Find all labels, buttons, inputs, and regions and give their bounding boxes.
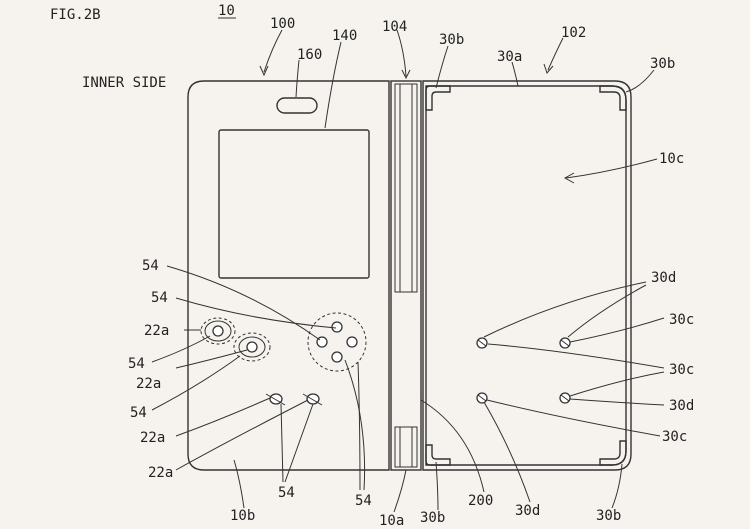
label-30c-a: 30c	[669, 312, 694, 328]
label-104: 104	[382, 19, 407, 35]
label-30c-b: 30c	[669, 362, 694, 378]
label-54-f: 54	[355, 493, 372, 509]
label-54-e: 54	[278, 485, 295, 501]
label-22a-d: 22a	[148, 465, 173, 481]
label-10b: 10b	[230, 508, 255, 524]
label-22a-c: 22a	[140, 430, 165, 446]
label-30d-top: 30d	[651, 270, 676, 286]
corner-pad-bottom-left	[425, 444, 451, 466]
label-30a: 30a	[497, 49, 522, 65]
label-10a: 10a	[379, 513, 404, 529]
ref-main: 10	[218, 3, 235, 19]
left-housing	[187, 80, 390, 471]
label-30b-right: 30b	[650, 56, 675, 72]
label-200: 200	[468, 493, 493, 509]
dpad-button-cluster	[307, 312, 367, 372]
corner-pad-top-right	[599, 85, 627, 111]
label-54-a: 54	[142, 258, 159, 274]
corner-pad-bottom-right	[599, 440, 627, 466]
label-22a-b: 22a	[136, 376, 161, 392]
corner-pad-top-left	[425, 85, 451, 111]
hinge	[390, 80, 422, 471]
label-30d-right: 30d	[669, 398, 694, 414]
label-54-d: 54	[130, 405, 147, 421]
label-30c-c: 30c	[662, 429, 687, 445]
label-30b-bottom-right: 30b	[596, 508, 621, 524]
left-button-cluster	[200, 317, 271, 362]
label-102: 102	[561, 25, 586, 41]
boss-elements	[476, 337, 571, 404]
side-label: INNER SIDE	[82, 75, 166, 91]
oval-buttons	[265, 393, 323, 406]
label-10c: 10c	[659, 151, 684, 167]
label-100: 100	[270, 16, 295, 32]
figure-labels: FIG.2B 10 INNER SIDE 100 104 102 140 160…	[50, 3, 694, 529]
label-54-b: 54	[151, 290, 168, 306]
right-housing	[422, 80, 632, 471]
speaker-slot	[276, 97, 318, 114]
label-140: 140	[332, 28, 357, 44]
label-22a-a: 22a	[144, 323, 169, 339]
label-30b-top: 30b	[439, 32, 464, 48]
leader-lines	[151, 29, 665, 513]
label-160: 160	[297, 47, 322, 63]
label-54-c: 54	[128, 356, 145, 372]
label-30b-bottom-left: 30b	[420, 510, 445, 526]
figure-title: FIG.2B	[50, 7, 101, 23]
label-30d-bottom: 30d	[515, 503, 540, 519]
display-screen	[218, 129, 370, 279]
